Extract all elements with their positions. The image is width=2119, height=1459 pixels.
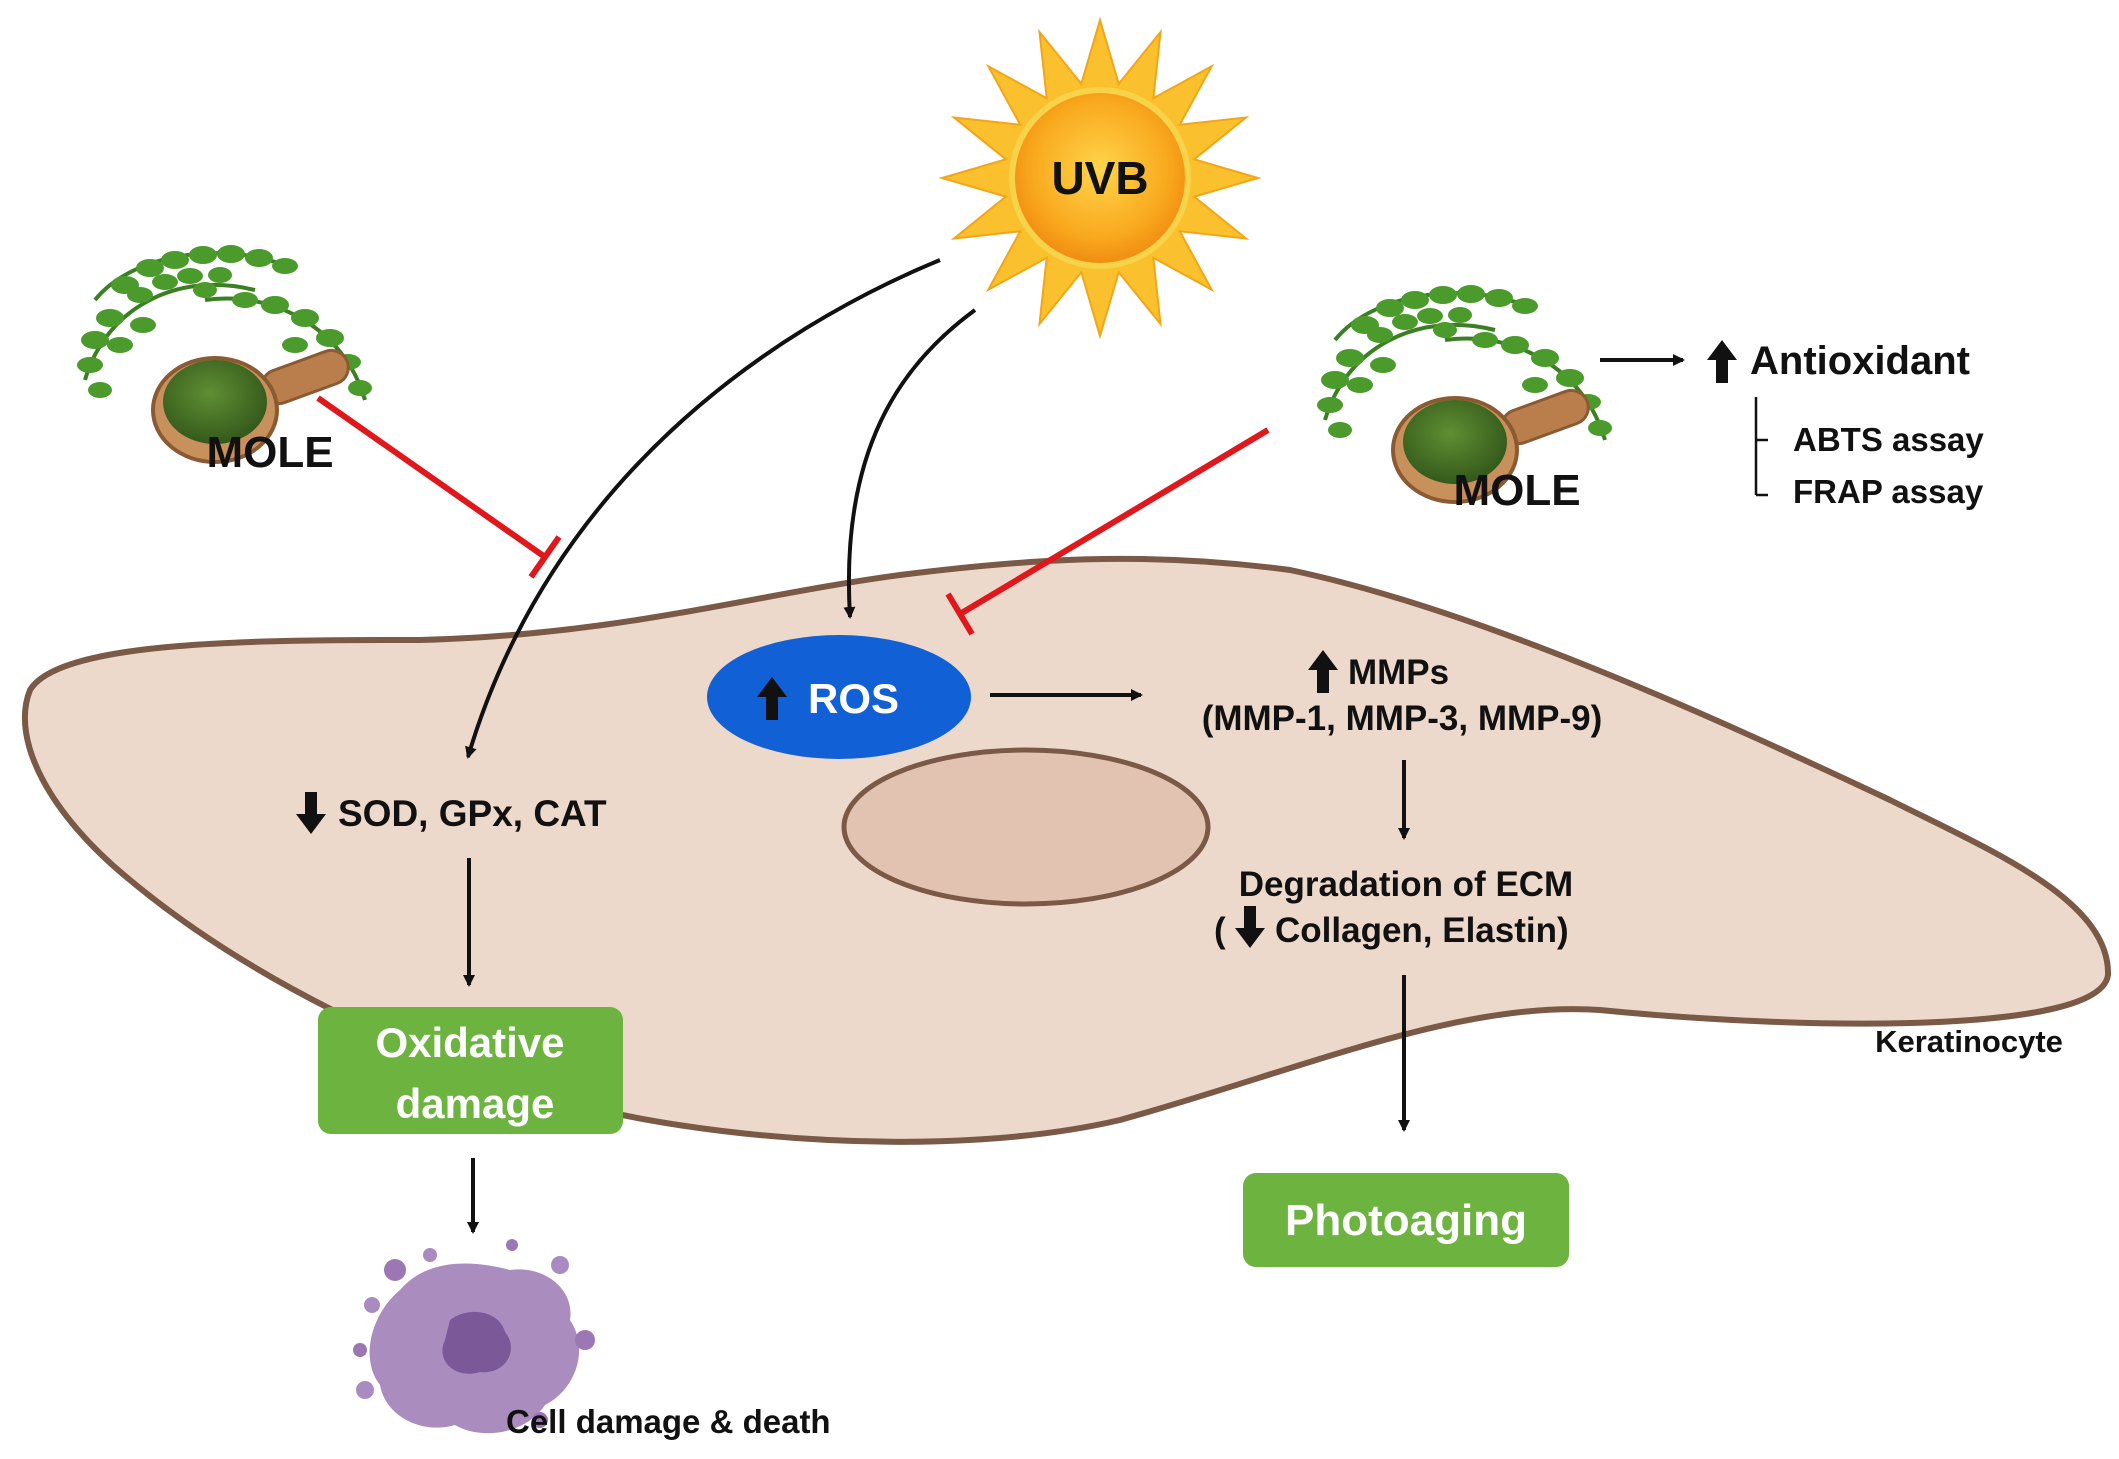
dead-cell-icon: [353, 1239, 595, 1434]
inhibit-left-mole: [316, 395, 562, 579]
down-arrow-icon: [296, 792, 326, 834]
mmps-label: MMPs: [1348, 653, 1449, 692]
keratinocyte-label: Keratinocyte: [1875, 1024, 2063, 1059]
moringa-right-icon: [1317, 285, 1612, 504]
inhibit-right-mole: [945, 427, 1270, 636]
assay-bracket: [1754, 397, 1768, 497]
mmps-detail-label: (MMP-1, MMP-3, MMP-9): [1202, 699, 1603, 738]
frap-assay-label: FRAP assay: [1793, 473, 1984, 510]
photoaging-box: Photoaging: [1243, 1173, 1569, 1267]
abts-assay-label: ABTS assay: [1793, 421, 1984, 458]
oxidative-damage-box: Oxidative damage: [318, 1007, 623, 1134]
mole-left-label: MOLE: [206, 428, 333, 477]
uvb-label: UVB: [1051, 152, 1148, 204]
ros-label: ROS: [808, 675, 899, 722]
arrow-uvb-to-ros: [843, 308, 977, 619]
mole-right-label: MOLE: [1453, 466, 1580, 515]
ecm-degradation-label: Degradation of ECM: [1239, 865, 1573, 904]
oxidative-damage-line2: damage: [396, 1080, 555, 1127]
photoaging-label: Photoaging: [1285, 1196, 1527, 1245]
ecm-paren-open: (: [1214, 911, 1226, 950]
enzymes-label: SOD, GPx, CAT: [338, 793, 607, 834]
cell-death-label: Cell damage & death: [506, 1403, 831, 1440]
down-arrow-icon: [1235, 906, 1265, 948]
ecm-collagen-elastin-label: Collagen, Elastin): [1275, 911, 1569, 950]
cell-nucleus: [841, 747, 1211, 907]
up-arrow-icon: [1308, 650, 1338, 693]
ros-node: ROS: [707, 635, 971, 759]
uvb-sun-icon: UVB: [938, 16, 1262, 340]
up-arrow-icon: [1707, 340, 1737, 383]
arrow-uvb-to-enzymes: [465, 258, 941, 759]
up-arrow-icon: [757, 677, 787, 720]
oxidative-damage-line1: Oxidative: [375, 1019, 564, 1066]
moringa-left-icon: [77, 245, 372, 464]
antioxidant-label: Antioxidant: [1750, 339, 1970, 383]
